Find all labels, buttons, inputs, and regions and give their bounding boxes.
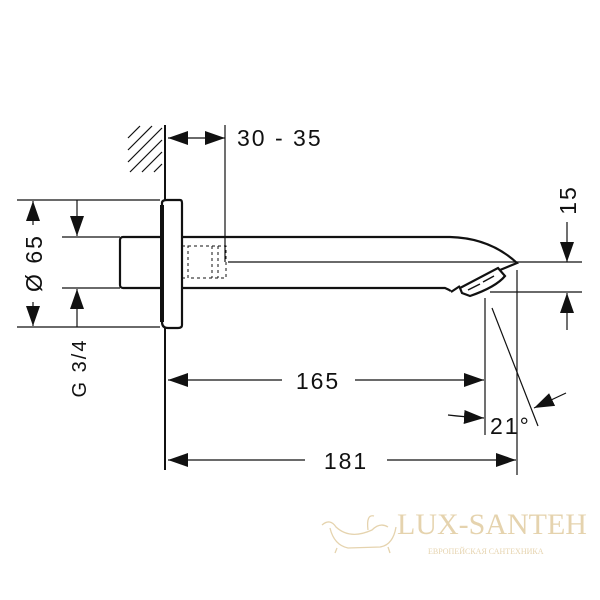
angle-label: 21°	[490, 413, 531, 439]
wall	[127, 125, 166, 470]
watermark-logo: LUX-SANTEH ЕВРОПЕЙСКАЯ САНТЕХНИКА	[321, 508, 587, 556]
dimension-181	[168, 270, 518, 475]
length-181-label: 181	[324, 448, 368, 474]
wall-offset-label: 30 - 35	[237, 125, 323, 151]
rosette-diameter-label: Ø 65	[21, 234, 47, 292]
dimension-165	[168, 298, 486, 435]
watermark-brand: LUX-SANTEH	[397, 508, 587, 541]
watermark-tagline: ЕВРОПЕЙСКАЯ САНТЕХНИКА	[428, 547, 544, 556]
dimension-wall-offset	[168, 125, 226, 262]
thread-label: G 3/4	[69, 339, 91, 398]
outlet-height-label: 15	[555, 185, 581, 215]
hidden-thread	[182, 245, 227, 279]
spout-body	[118, 198, 520, 330]
dimension-thread	[62, 200, 120, 327]
dimension-rosette	[17, 199, 160, 328]
dimension-outlet-height	[490, 222, 582, 330]
dimension-angle	[447, 307, 567, 427]
length-165-label: 165	[296, 368, 340, 394]
bathtub-icon	[321, 515, 397, 554]
